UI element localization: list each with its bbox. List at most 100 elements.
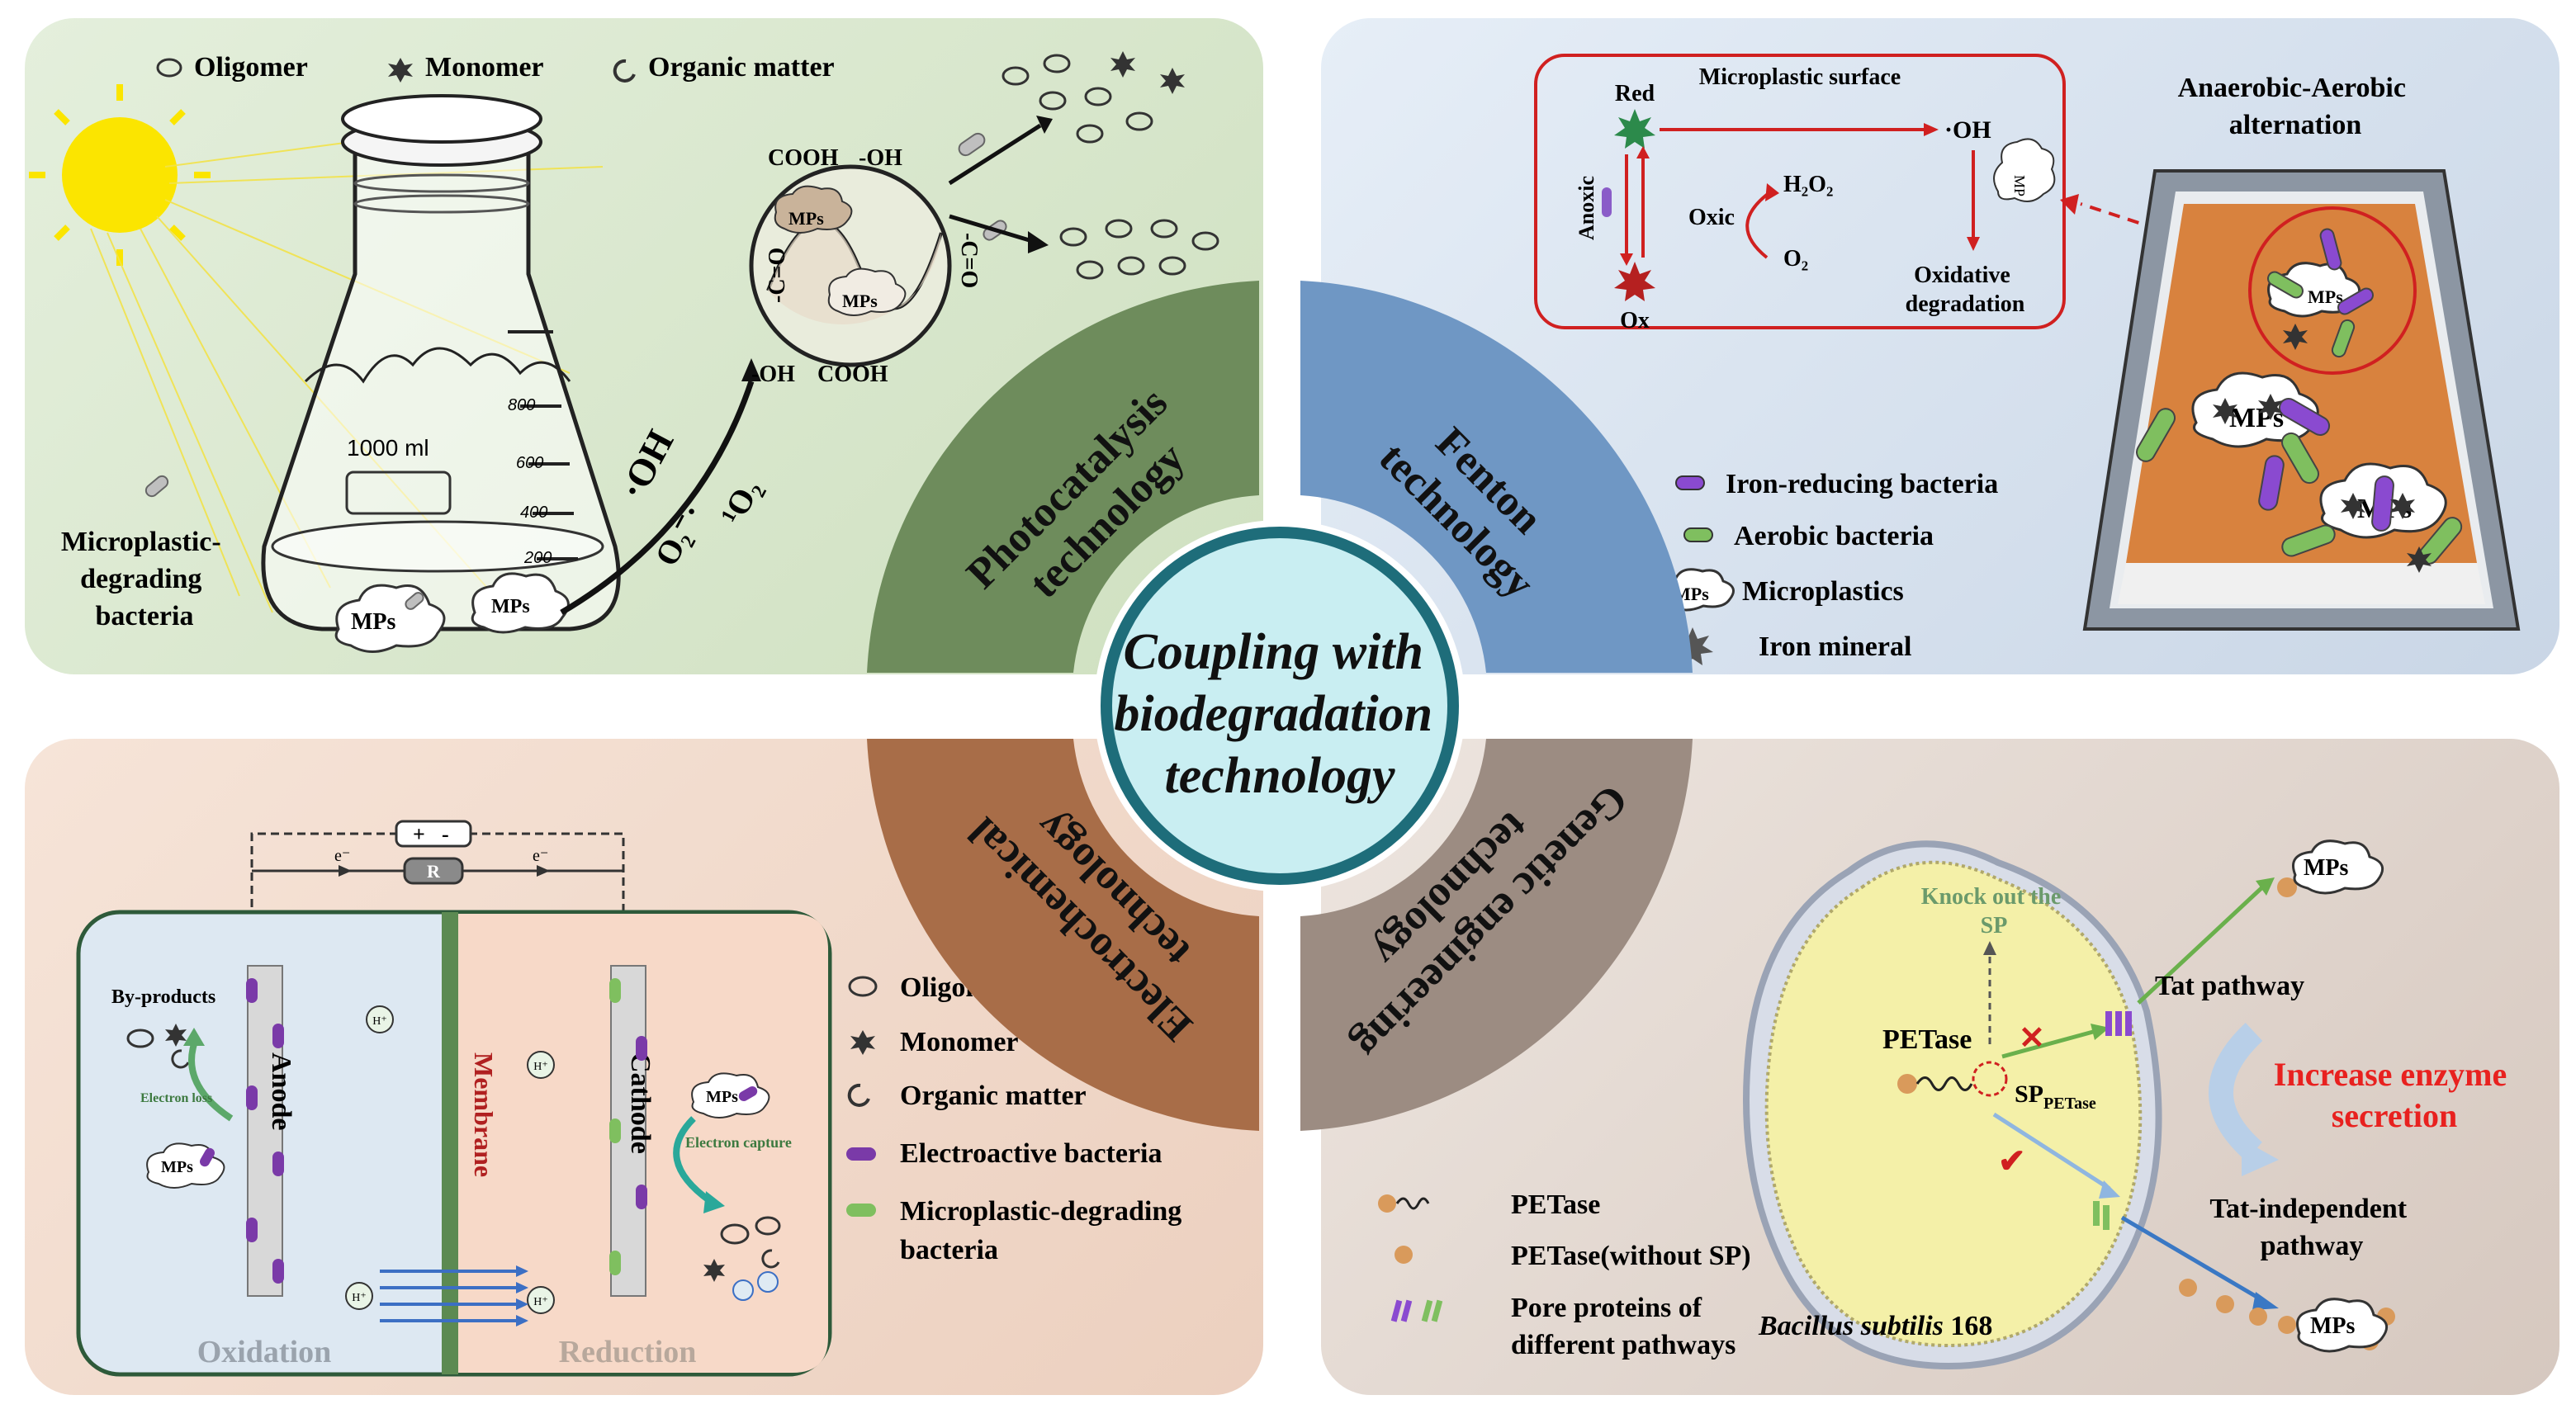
petase-legend-icon <box>1378 1194 1430 1213</box>
electron-label-1: e⁻ <box>334 847 350 865</box>
tat-green-arrow <box>2001 1029 2094 1059</box>
hplus-2: H⁺ <box>352 1292 367 1304</box>
electron-capture-arrow <box>673 1116 713 1204</box>
organic-legend-icon-e <box>847 1083 870 1107</box>
degrading-legend-icon <box>846 1204 876 1217</box>
mp-cloud-small <box>1993 138 2056 202</box>
oligomer-legend-icon-e <box>848 976 878 997</box>
photocatalysis-diagram: Oligomer Monomer Organic matter <box>29 51 1219 653</box>
grad-200: 200 <box>523 549 552 567</box>
oh-bottom: -OH <box>751 362 795 387</box>
petase-legend-label: PETase <box>1511 1189 1600 1220</box>
electroactive-legend-label: Electroactive bacteria <box>900 1138 1163 1169</box>
species-label: Bacillus subtilis 168 <box>1758 1311 1992 1341</box>
cathode-monomer-icon <box>703 1259 725 1282</box>
petase-label: PETase <box>1882 1024 1972 1055</box>
iron-mineral-legend-icon <box>1672 627 1713 665</box>
flask-volume-label: 1000 ml <box>347 435 429 461</box>
organic-legend-icon <box>613 59 636 83</box>
genetic-engineering-panel: Knock out the SP PETase SPPETase ✕ ✔ MPs… <box>1321 739 2559 1395</box>
byproducts-icons <box>126 1029 190 1069</box>
membrane-label: Membrane <box>469 1052 499 1177</box>
electron-capture-label: Electron capture <box>685 1134 792 1151</box>
singlet-oxygen-label: ¹O₂ <box>713 473 768 531</box>
battery-icon <box>395 820 472 848</box>
increase-secretion-label: Increase enzyme secretion <box>2274 1056 2516 1134</box>
iron-reducing-legend-icon <box>1675 475 1705 490</box>
aerobic-legend-icon <box>1683 527 1713 542</box>
co-left: -C=O <box>765 248 790 303</box>
oxic-curve <box>1745 190 1773 259</box>
mps-label-2: MPs <box>491 596 530 617</box>
secretion-arrow <box>2120 1215 2264 1303</box>
reactor-iron-minerals <box>2213 324 2432 573</box>
hplus-3: H⁺ <box>533 1061 548 1073</box>
iron-mineral-ox-icon <box>1614 262 1655 301</box>
microplastics-legend-label: Microplastics <box>1742 576 1904 607</box>
electron-label-2: e⁻ <box>533 847 548 865</box>
monomer-legend-label-e: Monomer <box>900 1027 1019 1057</box>
tat-mps-label: MPs <box>2304 855 2349 881</box>
oligomer-legend-icon <box>156 58 182 78</box>
monomer-products <box>1110 51 1185 94</box>
resistor-label: R <box>427 861 441 882</box>
reactor-bacteria <box>2136 228 2463 565</box>
sp-petase-label: SPPETase <box>2015 1081 2096 1113</box>
microplastic-surface-title: Microplastic surface <box>1699 64 1901 90</box>
o2-label: O₂ <box>1783 246 1808 272</box>
electron-loss-arrow <box>188 1043 234 1122</box>
anode-electrode <box>247 965 283 1297</box>
tat-pathway-label: Tat pathway <box>2155 971 2304 1001</box>
fenton-panel: Microplastic surface Red Ox Anoxic Oxic … <box>1321 18 2559 674</box>
alternation-label: Anaerobic-Aerobic alternation <box>2178 73 2413 140</box>
anode-label: Anode <box>266 1052 296 1130</box>
proton-arrowheads <box>516 1265 528 1327</box>
anode-mps-label: MPs <box>161 1158 193 1176</box>
pore-proteins <box>2093 1011 2132 1230</box>
red-state-label: Red <box>1615 81 1655 106</box>
fenton-oh-label: ·OH <box>1944 116 1991 144</box>
pore-legend-icon <box>1390 1299 1443 1322</box>
oligomer-legend-label-e: Oligomer <box>900 972 1014 1003</box>
oxidation-label: Oxidation <box>197 1335 332 1369</box>
tat-mps-cloud <box>2292 839 2384 895</box>
reaction-arrow <box>560 380 755 616</box>
microplastics-legend-mps: MPs <box>1674 584 1709 604</box>
bacterium-icon <box>144 132 1007 610</box>
oligomer-products <box>1002 54 1219 280</box>
aerobic-legend-label: Aerobic bacteria <box>1734 521 1934 551</box>
microplastic-surface-box <box>1534 54 2066 329</box>
increase-curve-arrow <box>2209 1023 2263 1161</box>
tat-independent-label: Tat-independent pathway <box>2209 1194 2413 1261</box>
battery-minus: - <box>442 822 449 846</box>
grad-600: 600 <box>516 454 543 472</box>
bacillus-cell <box>1743 840 2162 1370</box>
electroactive-legend-icon <box>846 1147 876 1161</box>
iron-bacteria-small-icon <box>1602 187 1612 217</box>
mps-circle-label-1: MPs <box>788 208 824 229</box>
secretion-mps-label: MPs <box>2310 1313 2356 1339</box>
mps-cloud-2 <box>471 572 570 634</box>
reduction-label: Reduction <box>559 1335 697 1369</box>
tat-export-arrow <box>2137 886 2264 1005</box>
zoom-circle <box>2248 206 2417 375</box>
oh-radical-label: ·OH <box>611 423 682 506</box>
organic-legend-label: Organic matter <box>648 52 835 83</box>
proton-flow-arrows <box>380 1270 516 1322</box>
reactor-mps-label-1: MPs <box>2308 286 2343 307</box>
electrode-bacteria <box>246 978 647 1284</box>
monomer-legend-label: Monomer <box>425 52 544 83</box>
secreted-petase-1 <box>2277 877 2297 897</box>
cathode-mps-label: MPs <box>706 1088 738 1106</box>
mps-label-1: MPs <box>351 609 396 635</box>
electrochemical-diagram: + - R e⁻ e⁻ Membrane Anode Cathode By-pr… <box>76 820 1181 1377</box>
petase-nosp-legend-icon <box>1395 1246 1413 1264</box>
knockout-label: Knock out the SP <box>1921 884 2067 939</box>
oxic-label: Oxic <box>1688 205 1735 230</box>
product-arrow-2 <box>949 214 1033 244</box>
tat-independent-arrow <box>1992 1112 2111 1191</box>
hplus-4: H⁺ <box>533 1296 548 1308</box>
pore-legend-label: Pore proteins of different pathways <box>1511 1293 1735 1360</box>
membrane-bar <box>442 912 458 1374</box>
hplus-ions <box>345 1005 555 1314</box>
